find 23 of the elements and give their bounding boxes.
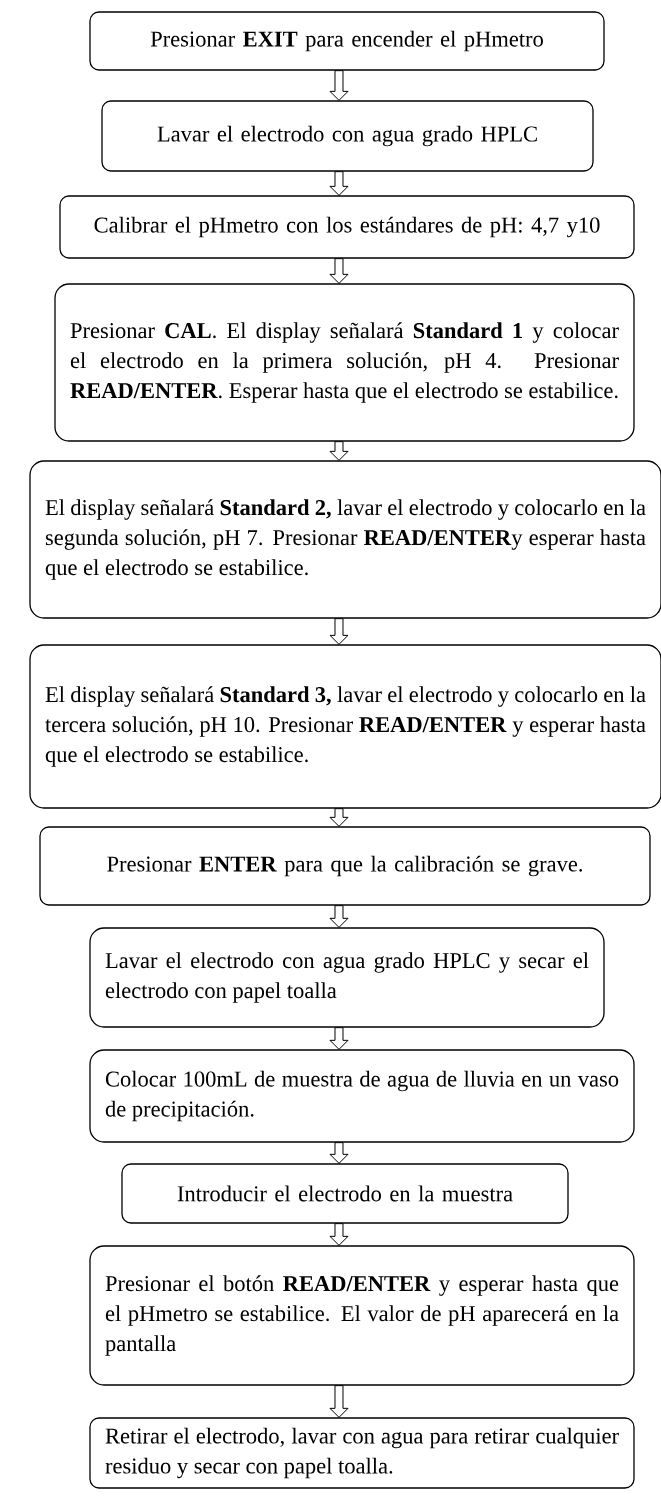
- arrow: [329, 1027, 349, 1050]
- arrow: [329, 905, 349, 928]
- process-box: Colocar 100mL de muestra de agua de lluvia en un vaso de precipitación.: [89, 1049, 635, 1143]
- process-box: Lavar el electrodo con agua grado HPLC y secar el electrodo con papel toalla: [89, 927, 605, 1028]
- process-box: Introducir el electrodo en la muestra: [121, 1163, 569, 1224]
- arrow: [329, 441, 349, 461]
- process-box: Retirar el electrodo, lavar con agua para retirar cualquier residuo y secar con papel toalla.: [89, 1417, 635, 1489]
- arrow: [329, 618, 349, 645]
- process-box: Lavar el electrodo con agua grado HPLC: [101, 100, 594, 172]
- process-box: El display señalará Standard 2, lavar el electrodo y colocarlo en la segunda solución, pH 7. Presionar READ/ENTERy esperar hasta que el electrodo se estabilice.: [29, 460, 661, 619]
- arrow: [329, 808, 349, 827]
- process-box: Calibrar el pHmetro con los estándares de pH: 4,7 y10: [59, 195, 635, 259]
- arrow: [329, 258, 349, 284]
- arrow: [329, 70, 349, 101]
- process-box: El display señalará Standard 3, lavar el electrodo y colocarlo en la tercera solución, pH 10. Presionar READ/ENTER y esperar hasta que el electrodo se estabilice.: [29, 644, 661, 809]
- process-box: Presionar CAL. El display señalará Standard 1 y colocar el electrodo en la primera solución, pH 4. Presionar READ/ENTER. Esperar hasta que el electrodo se estabilice.: [54, 283, 635, 442]
- arrow: [329, 1223, 349, 1246]
- process-box: Presionar el botón READ/ENTER y esperar hasta que el pHmetro se estabilice. El valor de pH aparecerá en la pantalla: [89, 1245, 635, 1386]
- arrow: [329, 171, 349, 196]
- process-box: Presionar ENTER para que la calibración se grave.: [39, 826, 651, 906]
- process-box: Presionar EXIT para encender el pHmetro: [89, 11, 605, 71]
- arrow: [329, 1142, 349, 1164]
- arrow: [329, 1385, 349, 1418]
